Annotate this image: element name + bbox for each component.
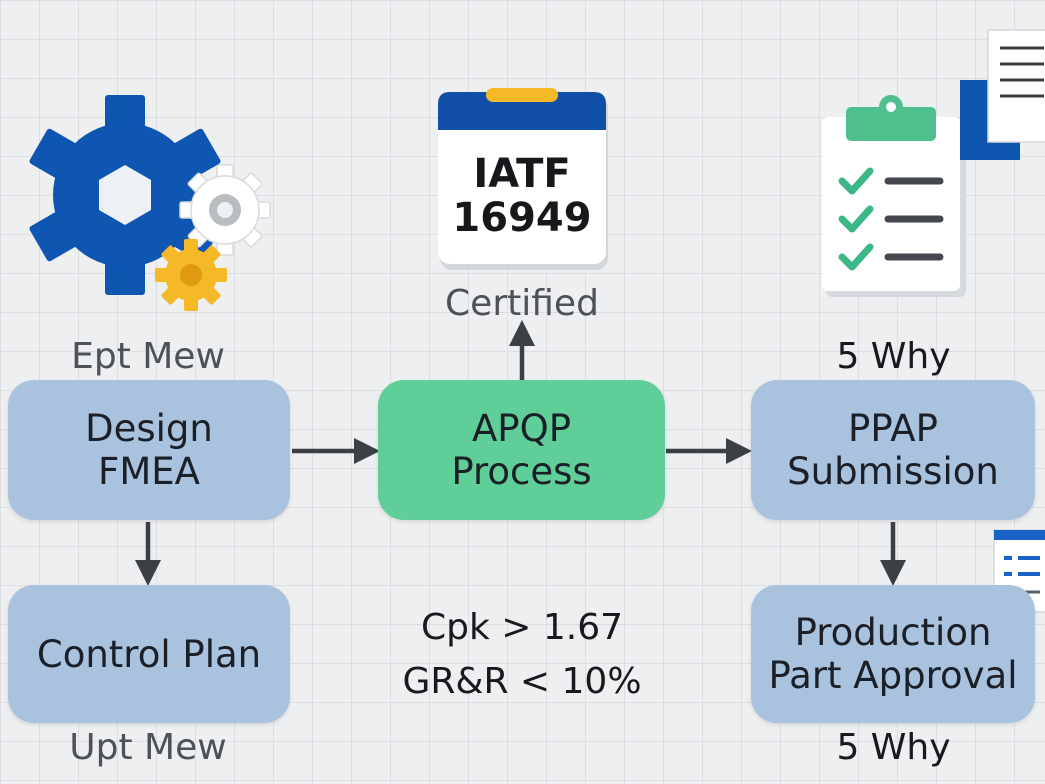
node-design-fmea-line-1: Design <box>85 407 213 450</box>
node-ppap-submission[interactable]: PPAP Submission <box>751 380 1035 520</box>
node-design-fmea-line-2: FMEA <box>98 450 200 493</box>
caption-bottom-right: 5 Why <box>836 727 951 768</box>
badge-line-1: IATF <box>473 151 571 197</box>
node-production-line-2: Part Approval <box>768 654 1018 697</box>
badge-line-2: 16949 <box>452 195 592 241</box>
badge-caption: Certified <box>445 283 599 324</box>
metric-cpk: Cpk > 1.67 <box>420 607 624 648</box>
node-apqp-process[interactable]: APQP Process <box>378 380 665 520</box>
node-production-part-approval[interactable]: Production Part Approval <box>751 585 1035 723</box>
node-control-plan-label: Control Plan <box>36 632 262 676</box>
certificate-badge-icon: IATF 16949 <box>438 88 610 272</box>
node-apqp-line-1: APQP <box>471 407 572 450</box>
node-design-fmea[interactable]: Design FMEA <box>8 380 290 520</box>
node-ppap-line-2: Submission <box>787 450 999 493</box>
checklist-clipboard-icon <box>822 95 966 297</box>
node-control-plan[interactable]: Control Plan <box>8 585 290 723</box>
caption-top-right: 5 Why <box>836 336 951 377</box>
metric-grr: GR&R < 10% <box>402 661 642 702</box>
gears-icon <box>29 95 271 311</box>
node-production-line-1: Production <box>794 611 992 654</box>
node-apqp-line-2: Process <box>451 450 592 493</box>
caption-bottom-left: Upt Mew <box>69 727 227 768</box>
document-icon <box>960 29 1045 160</box>
node-ppap-line-1: PPAP <box>848 407 938 450</box>
caption-top-left: Ept Mew <box>71 336 225 377</box>
